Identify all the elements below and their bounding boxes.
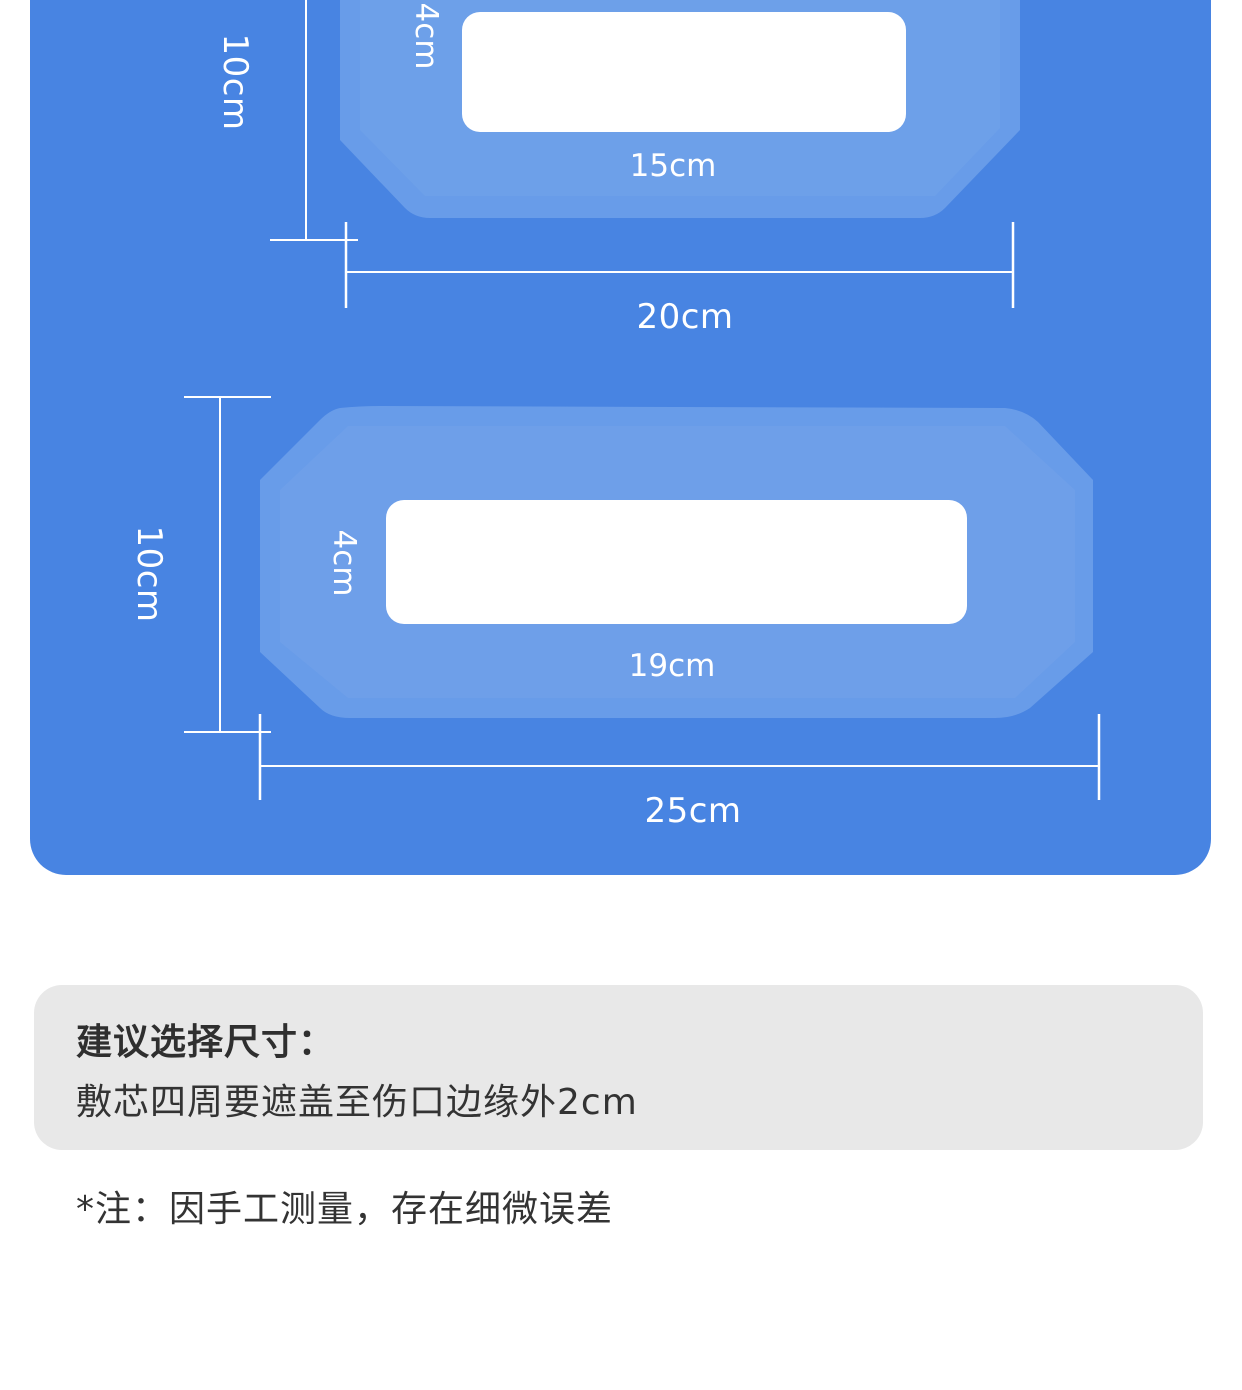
dressing-1-pad-width-label: 15cm <box>630 148 717 184</box>
size-tip-title: 建议选择尺寸： <box>76 1022 336 1063</box>
dressing-1-total-width-label: 20cm <box>636 297 733 337</box>
dressing-1-total-height-label: 10cm <box>215 33 255 130</box>
measurement-note: *注：因手工测量，存在细微误差 <box>76 1189 614 1230</box>
dressing-2-total-height-label: 10cm <box>129 525 169 622</box>
dressing-1-pad <box>462 12 906 132</box>
size-tip-box: 建议选择尺寸： 敷芯四周要遮盖至伤口边缘外2cm <box>34 985 1203 1150</box>
dressing-1: 4cm 15cm 10cm 20cm <box>215 0 1020 337</box>
dressing-2-pad <box>386 500 967 624</box>
size-diagram: 4cm 15cm 10cm 20cm 4cm 19cm 10cm <box>129 0 1101 831</box>
dressing-2-pad-height-label: 4cm <box>326 530 362 597</box>
dressing-2-total-width-label: 25cm <box>644 791 741 831</box>
dressing-2-pad-width-label: 19cm <box>629 648 716 684</box>
size-diagram-panel: 4cm 15cm 10cm 20cm 4cm 19cm 10cm <box>30 0 1211 875</box>
dressing-2: 4cm 19cm 10cm 25cm <box>129 396 1101 831</box>
size-tip-text: 敷芯四周要遮盖至伤口边缘外2cm <box>76 1082 638 1123</box>
dressing-1-pad-height-label: 4cm <box>408 3 444 70</box>
